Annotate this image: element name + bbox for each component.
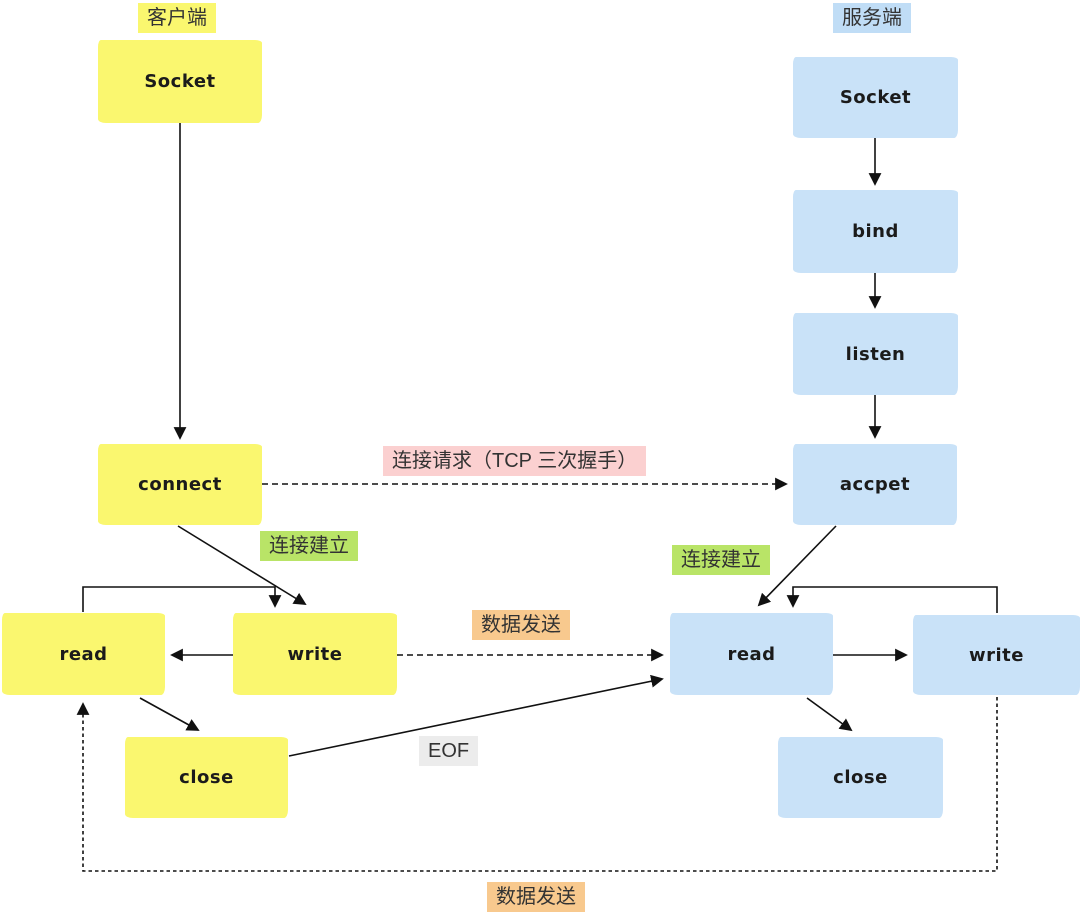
server-close-box: close [778, 737, 943, 818]
edge-eof [288, 674, 664, 757]
server-bind-box: bind [793, 190, 958, 273]
server-header-label: 服务端 [833, 3, 911, 33]
client-write-box: write [233, 613, 397, 695]
connection-established-server-label: 连接建立 [672, 545, 770, 575]
connection-established-client-label: 连接建立 [260, 531, 358, 561]
client-read-box: read [2, 613, 165, 695]
server-socket-box: Socket [793, 57, 958, 138]
edge-server-read-close [806, 697, 853, 732]
client-header-label: 客户端 [138, 3, 216, 33]
edge-data-send-bottom [76, 697, 998, 872]
client-close-box: close [125, 737, 288, 818]
edge-server-write-read-loop [786, 586, 998, 613]
data-send-middle-label: 数据发送 [472, 610, 570, 640]
edge-server-accpet-read [757, 525, 837, 607]
connect-request-label: 连接请求（TCP 三次握手） [383, 446, 647, 476]
server-write-box: write [913, 615, 1080, 695]
server-accpet-box: accpet [793, 444, 957, 525]
server-read-box: read [670, 613, 833, 695]
client-connect-box: connect [98, 444, 262, 525]
server-listen-box: listen [793, 313, 958, 395]
client-socket-box: Socket [98, 40, 262, 123]
data-send-bottom-label: 数据发送 [487, 882, 585, 912]
edge-client-read-close [139, 697, 200, 731]
eof-label: EOF [419, 736, 479, 766]
edge-client-connect-write [177, 525, 307, 606]
edge-client-read-write-loop [82, 586, 282, 612]
